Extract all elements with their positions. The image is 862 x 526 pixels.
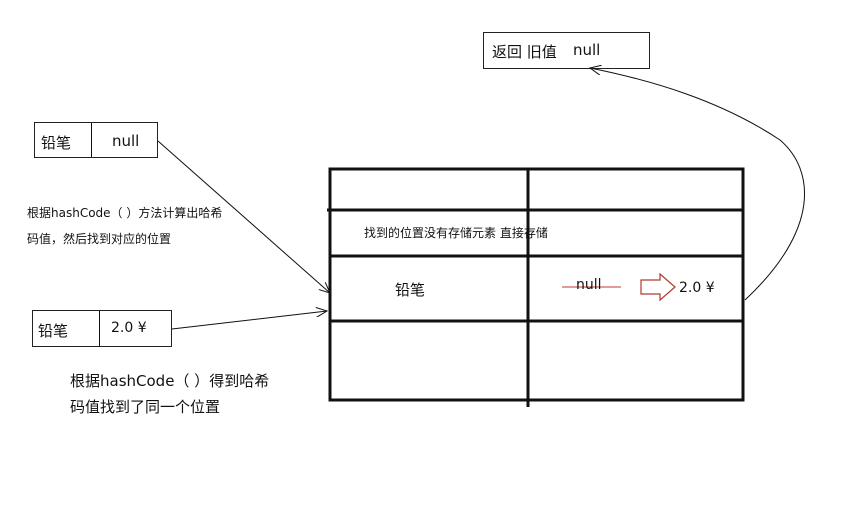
entry-bottom-value: 2.0 ¥: [111, 320, 147, 336]
table-row3-key: 铅笔: [395, 281, 426, 299]
entry-bottom-key: 铅笔: [38, 322, 69, 340]
arrow-return-curve: [590, 68, 805, 301]
replace-arrow-icon: [640, 272, 676, 302]
entry-top-divider: [91, 123, 92, 157]
note-top-line2: 码值，然后找到对应的位置: [27, 232, 172, 246]
entry-top-key: 铅笔: [41, 134, 72, 152]
note-bottom-line1: 根据hashCode（ ）得到哈希: [70, 372, 270, 390]
arrow-bottom-entry: [171, 311, 327, 330]
arrow-top-entry: [157, 140, 330, 293]
note-bottom: 根据hashCode（ ）得到哈希 码值找到了同一个位置: [70, 368, 269, 420]
return-label: 返回 旧值: [492, 43, 557, 61]
note-top-line1: 根据hashCode（ ）方法计算出哈希: [27, 206, 223, 220]
table-row3-old-value: null: [576, 277, 602, 293]
table-row2-note: 找到的位置没有存储元素 直接存储: [364, 226, 548, 240]
entry-box-bottom: 铅笔 2.0 ¥: [32, 310, 172, 347]
return-value: null: [573, 41, 601, 59]
entry-top-value: null: [112, 132, 140, 150]
return-old-value-box: 返回 旧值 null: [483, 32, 650, 69]
table-row3-new-value: 2.0 ¥: [679, 280, 715, 296]
note-bottom-line2: 码值找到了同一个位置: [70, 398, 221, 416]
entry-box-top: 铅笔 null: [34, 122, 158, 158]
note-top: 根据hashCode（ ）方法计算出哈希 码值，然后找到对应的位置: [27, 202, 222, 250]
entry-bottom-divider: [99, 311, 100, 346]
